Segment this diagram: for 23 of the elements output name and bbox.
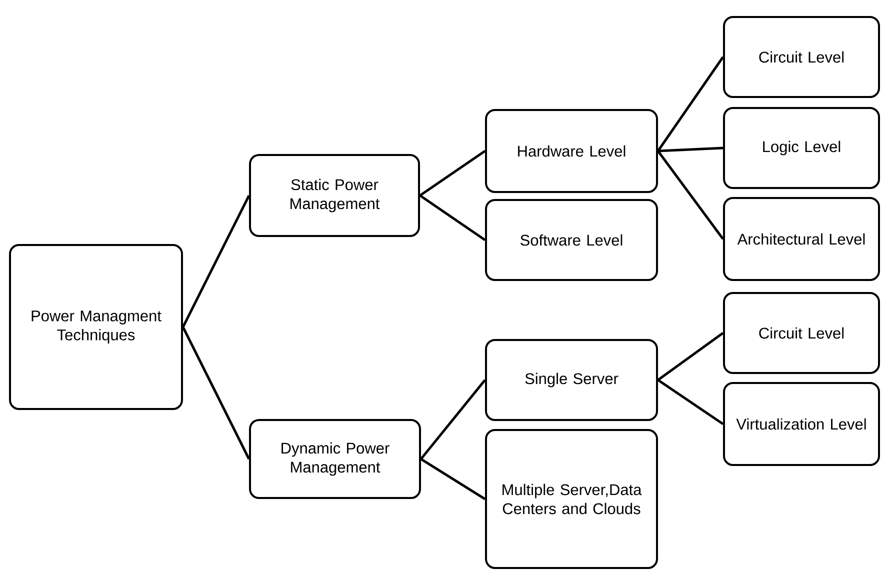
connector-line [419,194,486,242]
process-box: Multiple Server,Data Centers and Clouds [485,429,658,569]
connector-line [656,56,724,152]
process-box: Logic Level [723,107,880,189]
process-box: Circuit Level [723,16,880,98]
connector-line [420,379,486,460]
process-box: Hardware Level [485,109,658,193]
connector-line [420,458,486,500]
connector-line [657,150,724,240]
connector-line [182,194,250,328]
process-box: Single Server [485,339,658,421]
process-box: Circuit Level [723,292,880,374]
connector-line [182,326,250,460]
process-box: Dynamic Power Management [249,419,421,499]
connector-line [658,146,724,152]
connector-line [657,332,724,382]
process-box: Architectural Level [723,197,880,281]
process-box: Static Power Management [249,154,420,237]
process-box: Software Level [485,199,658,281]
process-box: Power Managment Techniques [9,244,183,410]
connector-line [419,150,486,197]
connector-line [657,378,724,426]
process-box: Virtualization Level [723,382,880,466]
